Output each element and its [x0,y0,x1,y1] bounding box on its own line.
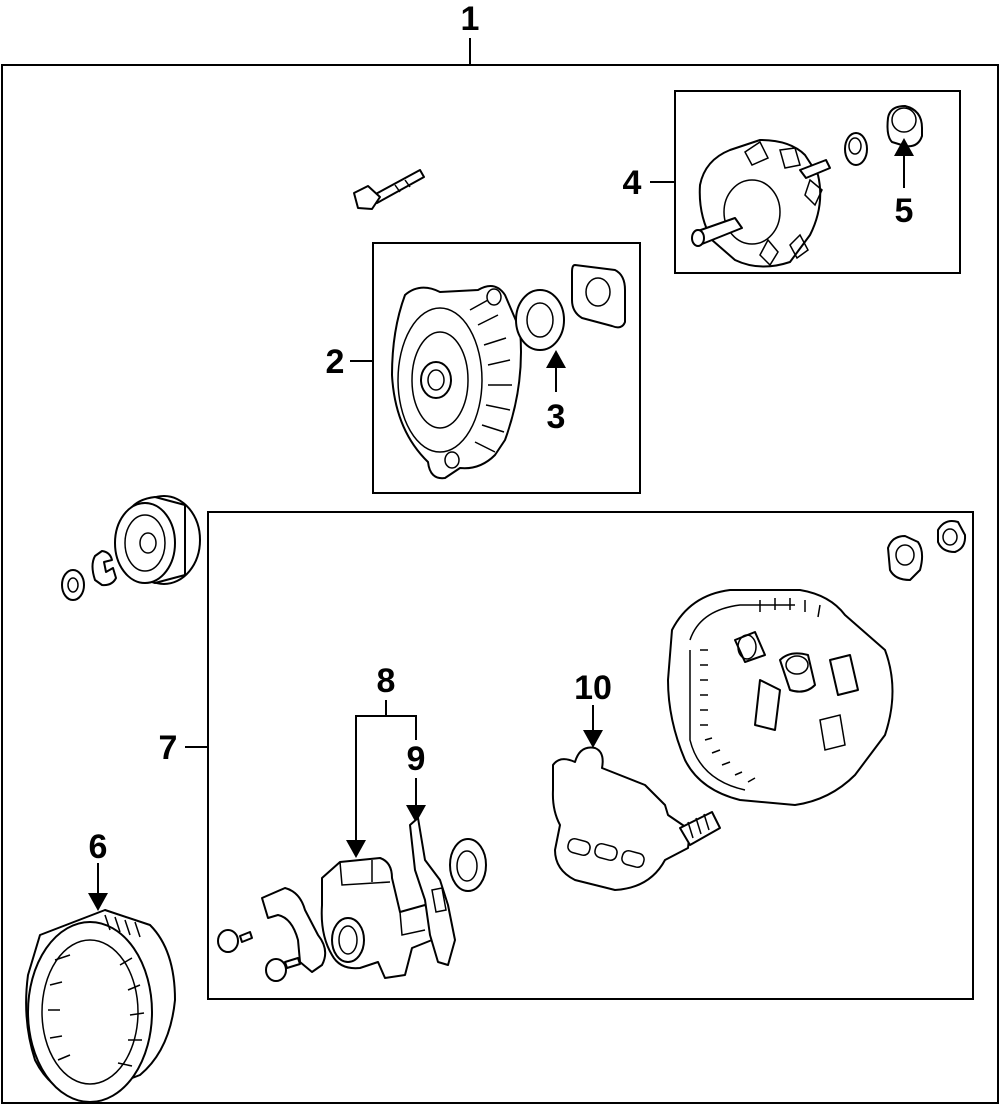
rotor-bearing[interactable] [886,105,923,148]
callout-6[interactable]: 6 [89,828,108,866]
callout-3[interactable]: 3 [547,398,566,436]
callout-7[interactable]: 7 [159,729,178,767]
front-bearing[interactable] [515,289,565,351]
rear-terminal-washer[interactable] [937,520,967,553]
callout-1[interactable]: 1 [461,0,480,38]
brush-holder-seal[interactable] [449,838,487,892]
regulator-screw-2[interactable] [265,957,301,982]
callout-2[interactable]: 2 [326,343,345,381]
rectifier[interactable] [551,746,721,891]
callout-8-bracket [355,715,417,840]
rear-terminal-nut[interactable] [887,535,924,581]
callout-9[interactable]: 9 [407,740,426,778]
callout-10[interactable]: 10 [574,669,612,707]
through-bolt[interactable] [353,169,425,210]
pulley-collar[interactable] [91,550,117,587]
callout-3-arrow [546,350,566,368]
slip-ring[interactable] [844,132,868,166]
callout-10-arrow [583,730,603,748]
callout-8-arrow [346,840,366,858]
bearing-retainer-plate[interactable] [571,264,626,329]
regulator-bracket[interactable] [261,887,327,973]
assembly-frame [1,64,999,1104]
callout-6-arrow [88,893,108,911]
callout-8[interactable]: 8 [377,662,396,700]
regulator-screw-1[interactable] [217,929,253,953]
pulley-nut[interactable] [61,569,85,601]
rear-housing-frame [207,511,974,1000]
voltage-regulator[interactable] [320,857,436,979]
front-housing[interactable] [391,285,522,480]
rear-housing[interactable] [667,589,894,806]
front-housing-frame [372,242,641,494]
rotor[interactable] [691,139,831,268]
callout-5-arrow [894,138,914,156]
brush-holder[interactable] [409,817,456,966]
callout-9-arrow [406,805,426,823]
stator[interactable] [25,909,176,1103]
callout-4[interactable]: 4 [623,164,642,202]
pulley[interactable] [114,495,201,585]
callout-5[interactable]: 5 [895,192,914,230]
